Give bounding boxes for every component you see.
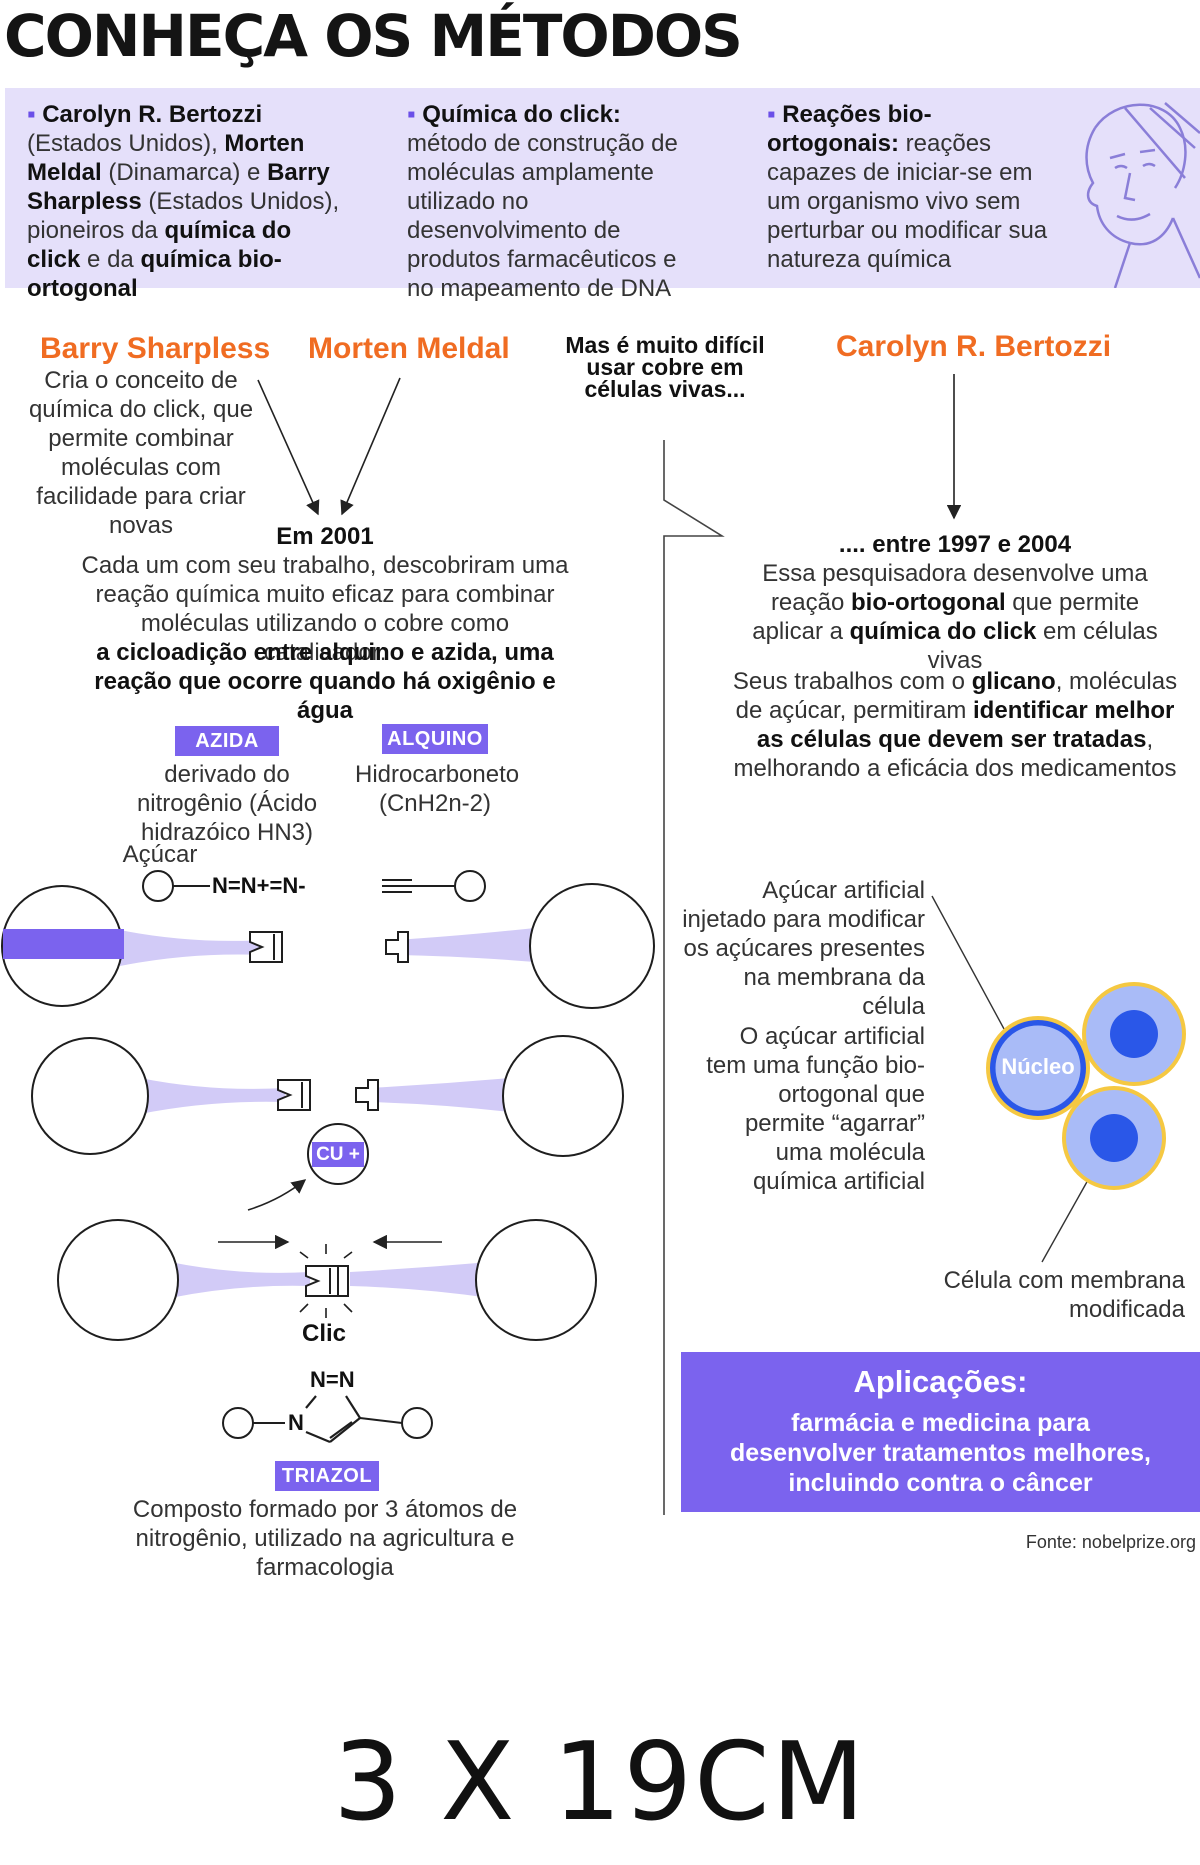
alquino-tag: ALQUINO xyxy=(382,724,488,754)
alkyne-piece-icon xyxy=(355,1079,379,1111)
applications-title: Aplicações: xyxy=(853,1364,1028,1399)
azide-formula: N=N+=N- xyxy=(212,873,306,898)
molecule-tag xyxy=(3,929,124,959)
portrait-sketch-icon xyxy=(1085,102,1200,288)
banner-bioorthogonal: ▪ Reações bio-ortogonais: reações capaze… xyxy=(767,100,1057,274)
pointer-line xyxy=(1041,1179,1089,1263)
banner-text: (Estados Unidos), xyxy=(27,130,225,157)
triazol-tag: TRIAZOL xyxy=(275,1461,379,1491)
banner-text: (Estados Unidos), pioneiros da xyxy=(27,188,340,244)
alquino-desc: Hidrocarboneto (CnH2n-2) xyxy=(355,761,520,817)
banner-text: e da xyxy=(80,246,141,273)
copper-question: Mas é muito difícil usar cobre em célula… xyxy=(565,332,765,402)
discovery-bold: a cicloadição entre alquino e azida, uma… xyxy=(94,639,556,724)
nucleus-icon xyxy=(1110,1010,1158,1058)
applications-box: Aplicações: farmácia e medicina para des… xyxy=(681,1352,1200,1512)
triazol-desc: Composto formado por 3 átomos de nitrogê… xyxy=(132,1496,518,1581)
discovery-text: Cada um com seu trabalho, descobriram um… xyxy=(81,552,569,666)
artificial-sugar-text: Açúcar artificial injetado para modifica… xyxy=(682,877,925,1020)
intro-banner: ▪ Carolyn R. Bertozzi (Estados Unidos), … xyxy=(5,88,1200,302)
triazole-nn: N=N xyxy=(310,1367,355,1392)
source-note: Fonte: nobelprize.org xyxy=(1025,1532,1196,1552)
click-label: Clic xyxy=(302,1320,347,1347)
triazole-ring-icon xyxy=(305,1395,361,1444)
applications-text: farmácia e medicina para desenvolver tra… xyxy=(730,1409,1151,1497)
laureate-meldal: Morten Meldal xyxy=(27,130,305,186)
molecule-circle xyxy=(475,1219,597,1341)
bertozzi-text-1: Essa pesquisadora desenvolve uma reação … xyxy=(740,559,1170,675)
text: Seus trabalhos com o xyxy=(732,668,972,695)
molecule-circle xyxy=(529,883,655,1009)
nucleus-label: Núcleo xyxy=(1001,1054,1075,1079)
bold-text: bio-ortogonal xyxy=(851,589,1006,616)
size-label: 3 X 19CM xyxy=(333,1720,867,1845)
sharpless-text: Cria o conceito de química do click, que… xyxy=(28,367,254,539)
arrow-meldal xyxy=(340,377,401,516)
text: em células vivas xyxy=(927,618,1158,674)
definition-text: reações capazes de iniciar-se em um orga… xyxy=(767,130,1048,273)
bertozzi-text-2: Seus trabalhos com o glicano, moléculas … xyxy=(725,667,1185,783)
divider-line xyxy=(663,440,725,1515)
term-bioorthogonal: química bio-ortogonal xyxy=(27,246,282,302)
arrow-sharpless xyxy=(257,379,320,516)
banner-text: (Dinamarca) e xyxy=(101,159,268,186)
azide-piece-icon xyxy=(249,931,283,963)
meldal-name: Morten Meldal xyxy=(308,332,510,365)
nucleus-icon xyxy=(1090,1114,1138,1162)
artificial-function-text: O açúcar artificial tem uma função bio-o… xyxy=(706,1023,925,1195)
laureate-sharpless: Barry Sharpless xyxy=(27,159,330,215)
molecule-circle xyxy=(502,1035,624,1157)
period-text: .... entre 1997 e 2004 xyxy=(838,531,1072,558)
triazole-circle-left xyxy=(222,1407,254,1439)
text: , melhorando a eficácia dos medicamentos xyxy=(733,726,1177,782)
clicked-pieces-icon xyxy=(305,1265,349,1297)
bertozzi-name: Carolyn R. Bertozzi xyxy=(836,330,1112,363)
pointer-line xyxy=(931,895,1011,1041)
term-click-chemistry: química do click xyxy=(27,217,292,273)
azide-piece-icon xyxy=(277,1079,311,1111)
bullet-icon: ▪ xyxy=(767,101,783,128)
molecule-circle xyxy=(31,1037,149,1155)
copper-tag-bg xyxy=(312,1142,364,1167)
laureate-bertozzi: Carolyn R. Bertozzi xyxy=(42,101,263,128)
bold-text: química do click xyxy=(849,618,1037,645)
connector-bands xyxy=(120,928,535,1298)
bullet-icon: ▪ xyxy=(407,101,423,128)
definition-term: Química do click: xyxy=(422,101,621,128)
page-title: CONHEÇA OS MÉTODOS xyxy=(4,2,743,70)
molecule-circle xyxy=(57,1219,179,1341)
modified-cell-inner xyxy=(992,1022,1084,1114)
triazole-n: N xyxy=(288,1410,304,1435)
bold-text: identificar melhor as células que devem … xyxy=(756,697,1175,753)
sharpless-name: Barry Sharpless xyxy=(40,332,271,365)
text: , moléculas de açúcar, permitiram xyxy=(735,668,1178,724)
alkyne-circle xyxy=(454,870,486,902)
definition-term: Reações bio-ortogonais: xyxy=(767,101,932,157)
bold-text: glicano xyxy=(971,668,1056,695)
banner-laureates: ▪ Carolyn R. Bertozzi (Estados Unidos), … xyxy=(27,100,347,303)
catalyst-arrow xyxy=(247,1179,307,1211)
azida-desc: derivado do nitrogênio (Ácido hidrazóico… xyxy=(136,761,318,846)
click-burst-icon xyxy=(299,1244,353,1318)
alkyne-piece-icon xyxy=(385,931,409,963)
copper-label: CU + xyxy=(316,1144,360,1165)
sugar-circle xyxy=(142,870,174,902)
definition-text: método de construção de moléculas amplam… xyxy=(407,130,678,302)
triazole-circle-right xyxy=(401,1407,433,1439)
banner-click-chemistry: ▪ Química do click: método de construção… xyxy=(407,100,707,303)
sugar-label: Açúcar xyxy=(122,841,198,868)
bullet-icon: ▪ xyxy=(27,101,43,128)
text: que permite aplicar a xyxy=(752,589,1140,645)
modified-cell-label: Célula com membrana modificada xyxy=(943,1267,1185,1323)
year-2001: Em 2001 xyxy=(276,523,374,550)
text: Essa pesquisadora desenvolve uma reação xyxy=(762,560,1148,616)
azida-tag: AZIDA xyxy=(175,726,279,756)
